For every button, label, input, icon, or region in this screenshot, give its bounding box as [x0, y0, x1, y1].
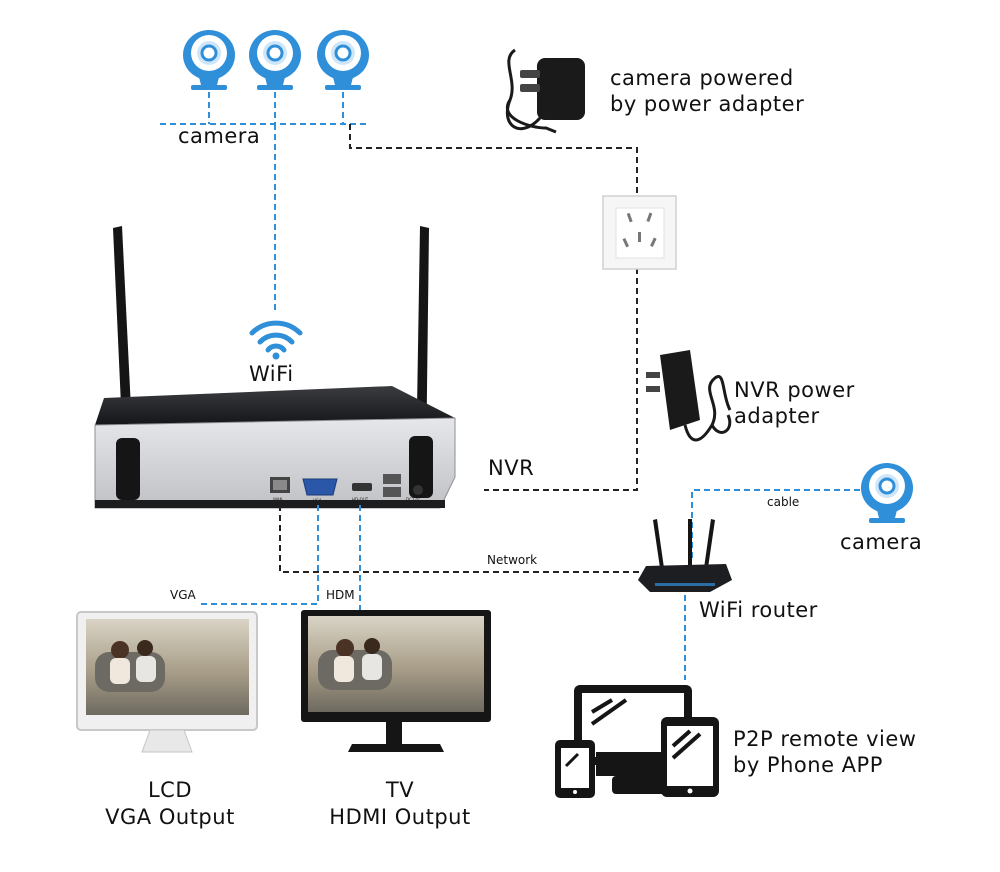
p2p-label-2: by Phone APP	[733, 753, 883, 777]
camera-icon-2	[247, 28, 303, 92]
lcd-label-1: LCD	[147, 778, 193, 802]
nvr-power-label-2: adapter	[734, 404, 820, 428]
port-label-hdout: HD-OUT	[352, 497, 369, 502]
cable-label: cable	[767, 495, 800, 509]
power-adapter-icon	[505, 48, 585, 134]
camera-label-top: camera	[178, 124, 261, 148]
lcd-label-2: VGA Output	[105, 805, 235, 829]
wall-socket-icon	[602, 195, 677, 270]
monitor-icon	[76, 611, 258, 753]
devices-icon	[555, 685, 719, 798]
camera-icon-1	[181, 28, 237, 92]
nvr-network-link	[279, 505, 642, 573]
camera-icon-3	[315, 28, 371, 92]
camera-power-line	[349, 124, 638, 491]
wifi-label: WiFi	[249, 362, 294, 386]
router-icon	[638, 519, 732, 592]
nvr-video-links	[197, 505, 361, 612]
port-label-wan: WAN	[273, 497, 282, 502]
nvr-adapter-icon	[646, 350, 732, 442]
nvr-power-label-1: NVR power	[734, 378, 855, 402]
nvr-port-labels: WAN VGA HD-OUT DC12V	[273, 497, 420, 503]
nvr-label: NVR	[488, 456, 535, 480]
p2p-label-1: P2P remote view	[733, 727, 917, 751]
tv-icon	[301, 610, 491, 752]
camera-power-label-2: by power adapter	[610, 92, 805, 116]
tv-label-2: HDMI Output	[329, 805, 471, 829]
camera-label-right: camera	[840, 530, 923, 554]
port-label-vga: VGA	[313, 498, 322, 503]
nvr-device	[94, 226, 456, 509]
camera-wireless-links	[160, 92, 370, 310]
port-label-dc12v: DC12V	[406, 497, 420, 502]
tv-label-1: TV	[385, 778, 415, 802]
wifi-router-label: WiFi router	[699, 598, 818, 622]
wifi-icon	[249, 320, 303, 360]
hdm-label: HDM	[326, 588, 355, 602]
network-label: Network	[487, 553, 538, 567]
vga-label: VGA	[170, 588, 196, 602]
camera-icon-right	[859, 461, 915, 525]
camera-power-label-1: camera powered	[610, 66, 794, 90]
